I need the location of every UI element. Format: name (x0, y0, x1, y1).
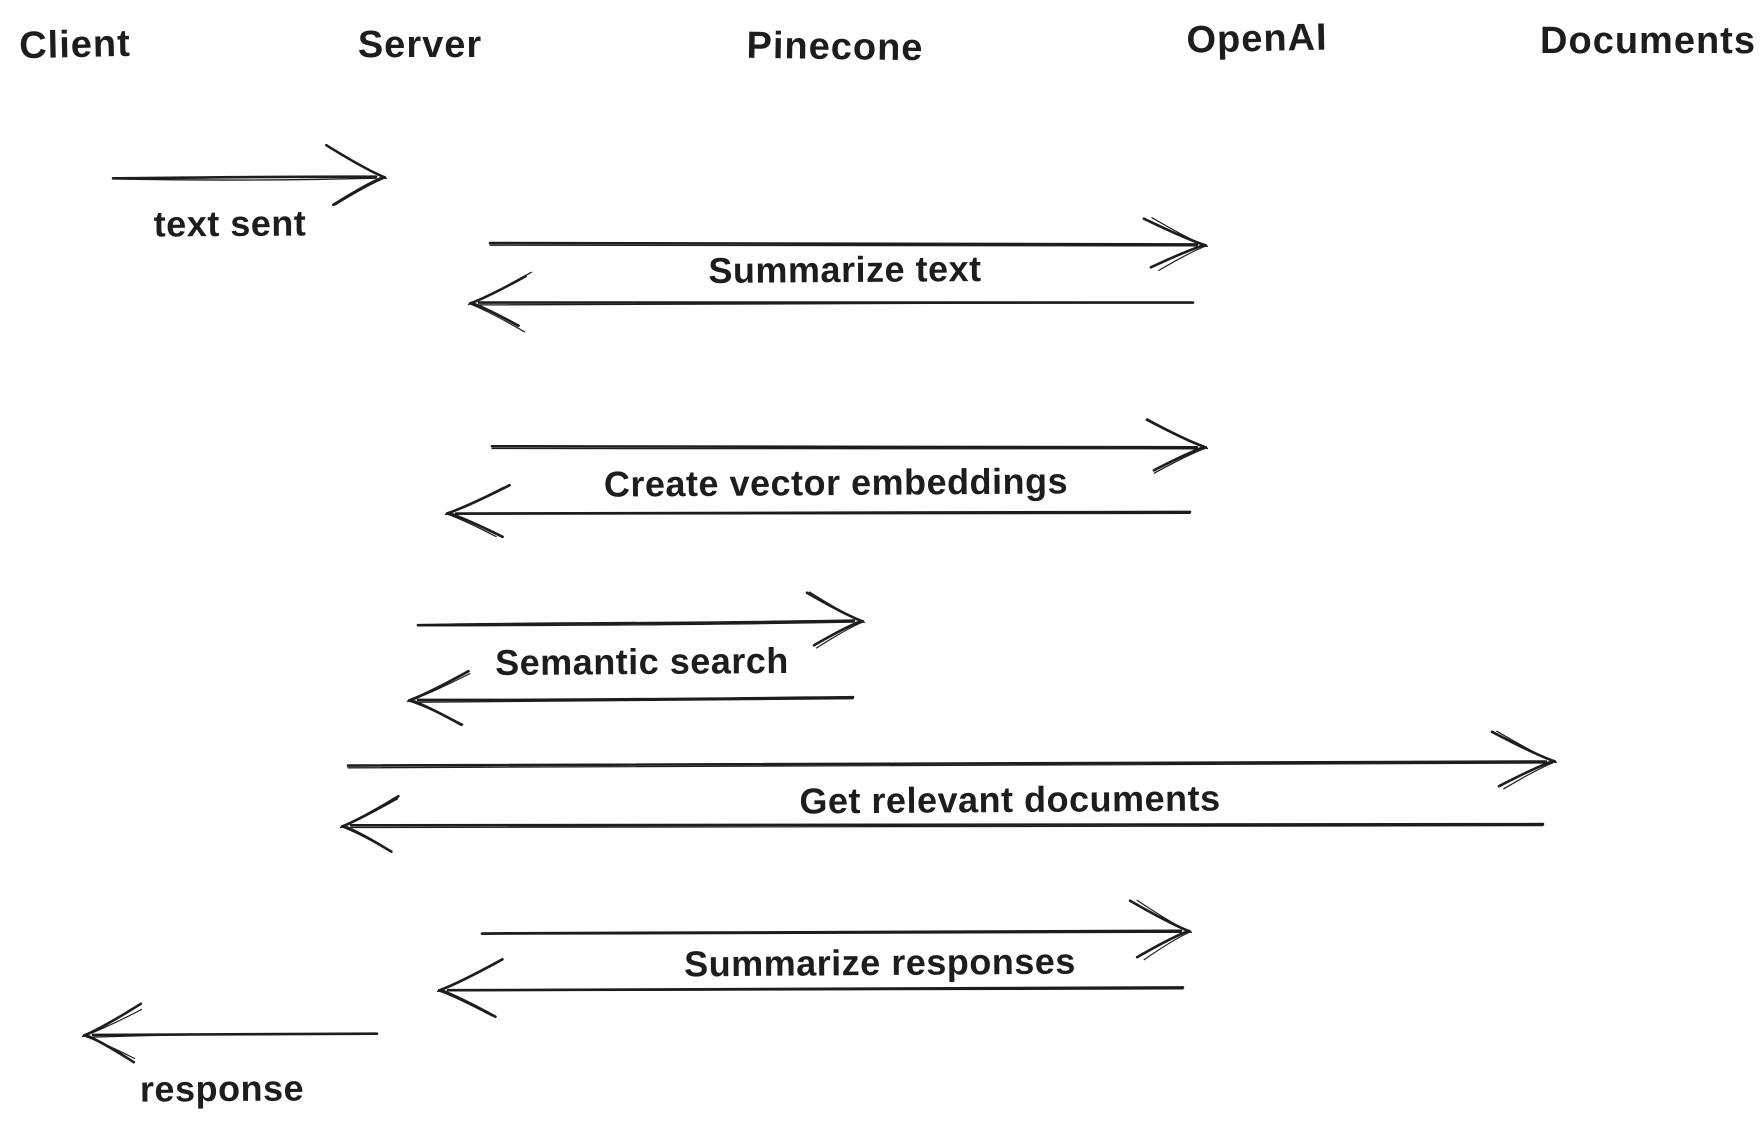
message-label-create-vector-embeddings: Create vector embeddings (603, 460, 1069, 505)
message-label-text-sent: text sent (153, 202, 307, 245)
arrow-summarize-text-request (488, 217, 1209, 271)
arrow-summarize-text-reply (467, 271, 1195, 333)
message-label-summarize-text: Summarize text (708, 248, 982, 291)
arrow-semantic-search-request (416, 591, 866, 649)
arrow-summarize-responses-request (480, 899, 1193, 961)
arrow-create-vector-embeddings-reply (444, 483, 1192, 539)
arrow-get-relevant-documents-request (346, 730, 1558, 790)
arrow-create-vector-embeddings-request (490, 418, 1209, 474)
message-label-get-relevant-documents: Get relevant documents (799, 777, 1221, 822)
arrow-semantic-search-reply (406, 669, 855, 727)
actor-server: Server (357, 24, 483, 66)
arrow-response (81, 1002, 379, 1064)
arrow-text-sent (111, 143, 388, 207)
message-label-response: response (139, 1067, 305, 1110)
arrow-summarize-responses-reply (436, 958, 1185, 1018)
actor-documents: Documents (1540, 20, 1756, 62)
message-label-semantic-search: Semantic search (495, 639, 789, 684)
arrow-get-relevant-documents-reply (339, 795, 1545, 853)
message-label-summarize-responses: Summarize responses (684, 940, 1076, 985)
